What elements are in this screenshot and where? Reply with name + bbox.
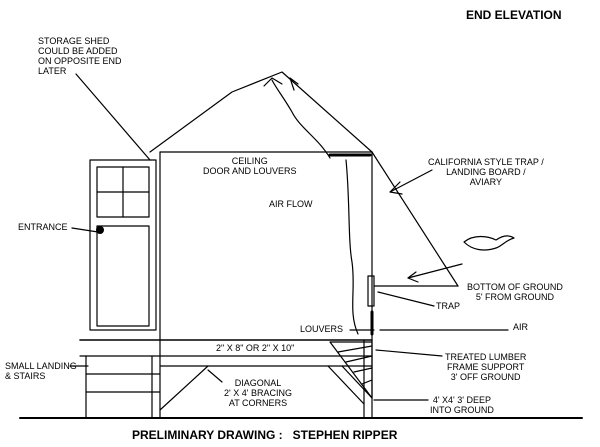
shed-leader [75,73,151,161]
air-flow-label: AIR FLOW [269,199,313,209]
air-flow-up [271,79,331,159]
right-brace-2 [341,365,373,399]
left-brace [159,365,209,411]
california-trap-label: CALIFORNIA STYLE TRAP / LANDING BOARD / … [428,157,544,187]
louvers-label: LOUVERS [300,324,344,334]
air-label: AIR [513,322,529,332]
bottom-leader [407,263,463,279]
entrance-leader [71,227,99,233]
trap-box [367,275,375,307]
ceiling-label: CEILING DOOR AND LOUVERS [203,156,297,176]
drawing-footer: PRELIMINARY DRAWING : STEPHEN RIPPER [132,428,398,442]
treated-lumber-label: TREATED LUMBER FRAME SUPPORT 3' OFF GROU… [445,352,527,382]
air-flow-path [345,159,359,335]
bottom-of-ground-label: BOTTOM OF GROUND 5' FROM GROUND [467,282,563,302]
diagonal-leader [207,369,223,383]
door-panel [96,225,150,327]
diagonal-bracing-label: DIAGONAL 2' X 4' BRACING AT CORNERS [224,378,292,408]
entrance-label: ENTRANCE [18,222,68,232]
lumber-size-label: 2" X 8" OR 2" X 10" [216,343,295,353]
california-leader [389,169,433,193]
posts-deep-label: 4' X4' 3' DEEP INTO GROUND [430,395,494,415]
storage-shed-label: STORAGE SHED COULD BE ADDED ON OPPOSITE … [38,36,122,76]
air-flow-arrowhead [263,77,283,87]
trap-leader [377,291,435,307]
roof-outline [149,71,373,153]
door-frame [89,159,157,331]
bird-sketch [463,235,515,251]
small-landing-label: SMALL LANDING & STAIRS [5,361,77,381]
door-knob [96,226,104,234]
treated-leader [375,349,443,357]
corner-bracing-block [329,341,373,399]
aviary-slope [371,151,459,287]
drawing-title: END ELEVATION [466,8,562,22]
right-brace [327,365,365,405]
trap-label: TRAP [436,301,461,311]
